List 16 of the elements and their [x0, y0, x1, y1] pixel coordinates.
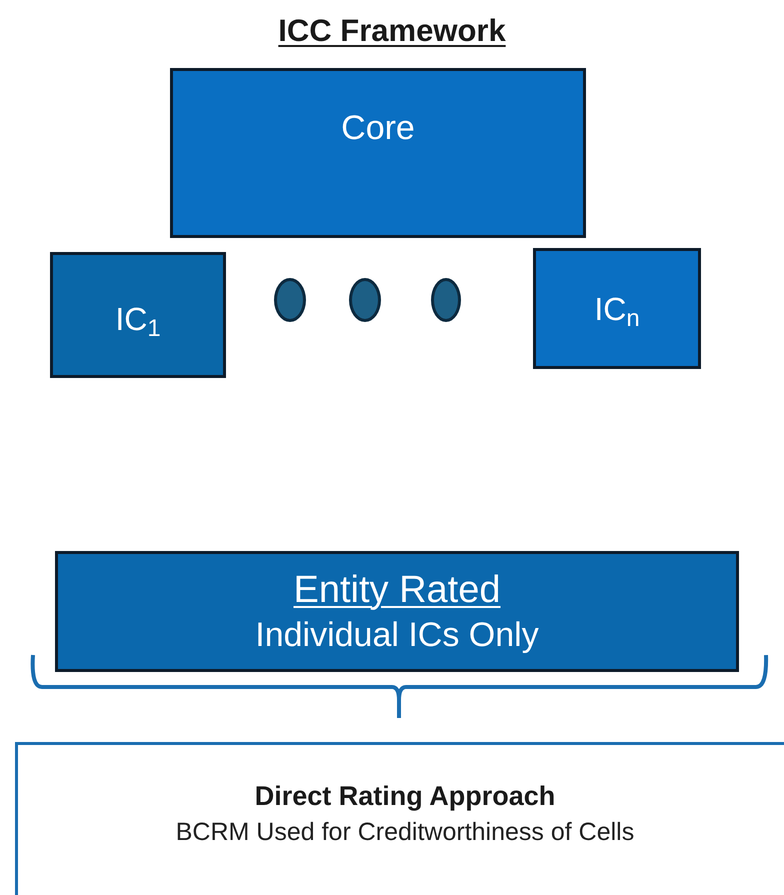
diagram-title: ICC Framework — [277, 12, 507, 50]
circle-dot — [274, 278, 306, 322]
box-subtitle: BCRM Used for Creditworthiness of Cells — [176, 817, 634, 848]
approach-box — [15, 742, 784, 895]
circle-dot — [431, 278, 461, 322]
box-label: IC$_{n}$ — [594, 290, 640, 332]
box-subtitle: Individual ICs Only — [255, 615, 539, 656]
box-label: Direct Rating Approach — [254, 780, 556, 814]
component-box — [50, 252, 226, 378]
box-label: IC$_{1}$ — [115, 300, 161, 343]
entity-box — [55, 551, 739, 672]
circle-dot — [349, 278, 381, 322]
box-label: Core — [341, 108, 415, 149]
core-box — [170, 68, 586, 238]
component-box — [533, 248, 701, 369]
box-label: Entity Rated — [294, 568, 500, 612]
